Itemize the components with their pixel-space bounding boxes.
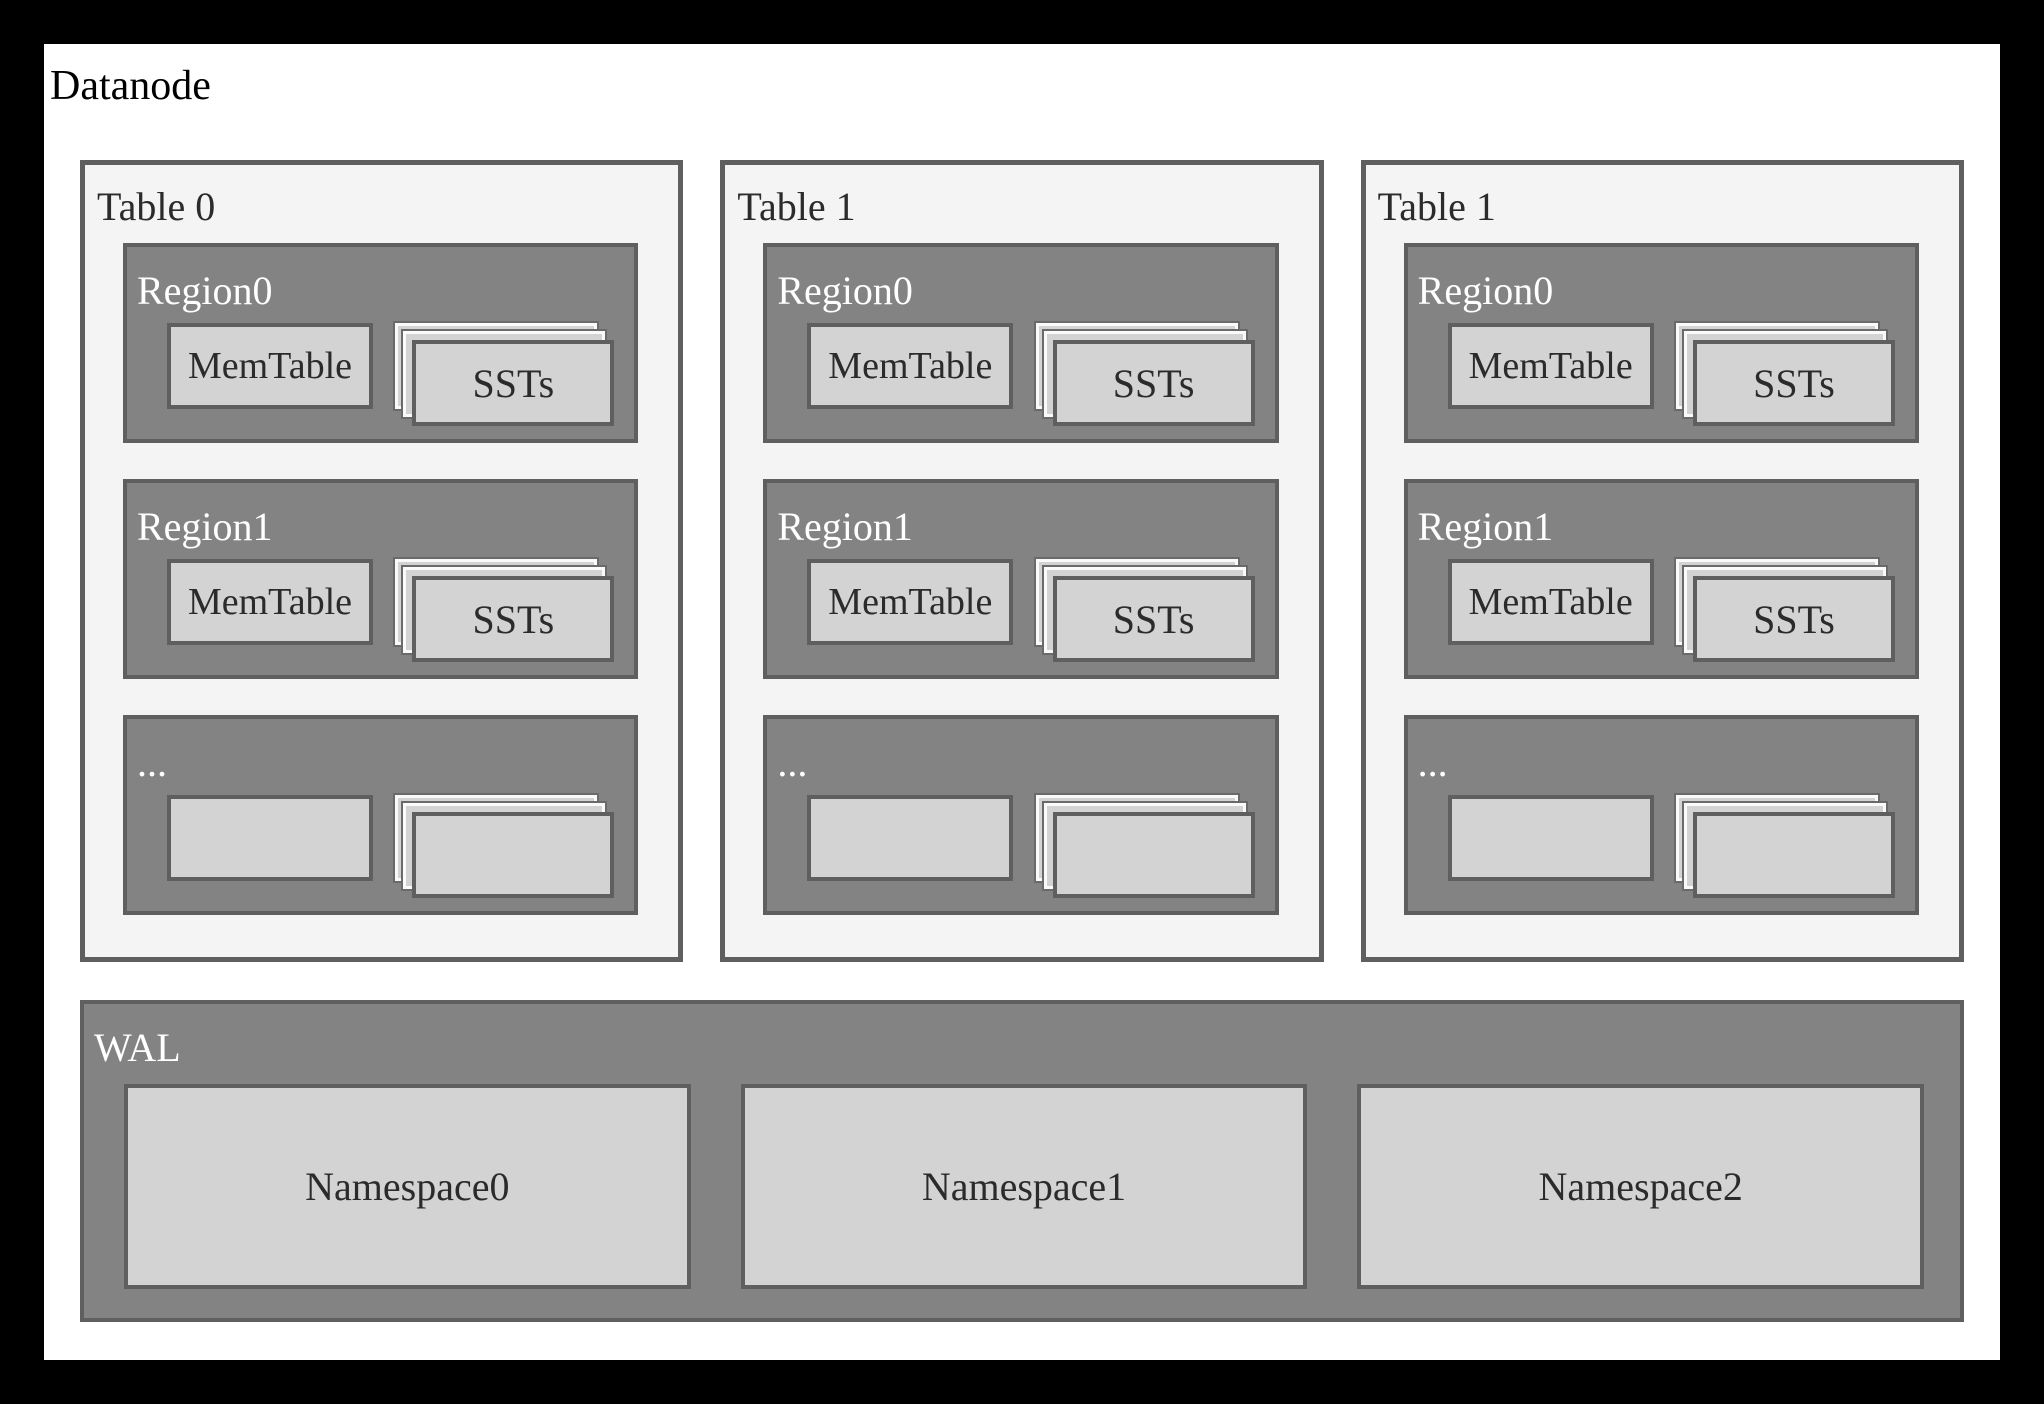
ssts-stack — [395, 795, 615, 898]
region-label: Region0 — [1417, 268, 1554, 313]
region-box: ... — [763, 715, 1279, 915]
region-box: Region0 MemTable SSTs — [1403, 243, 1919, 443]
region-content: MemTable SSTs — [807, 559, 1255, 662]
ssts-stack — [1035, 795, 1255, 898]
ssts-box — [1052, 812, 1255, 898]
table-card: Table 1 Region0 MemTable SSTs Region1 — [1360, 160, 1964, 962]
region-label: ... — [1417, 740, 1448, 785]
region-box: ... — [1403, 715, 1919, 915]
region-label: Region0 — [137, 268, 273, 313]
ssts-stack: SSTs — [1035, 323, 1255, 426]
namespace-row: Namespace0 Namespace1 Namespace2 — [124, 1084, 1925, 1289]
ssts-box: SSTs — [1692, 340, 1895, 426]
ssts-box: SSTs — [1692, 576, 1895, 662]
memtable-box — [167, 795, 373, 881]
region-box: Region1 MemTable SSTs — [1403, 479, 1919, 679]
region-label: Region1 — [1417, 504, 1554, 549]
region-box: Region0 MemTable SSTs — [123, 243, 639, 443]
regions-list: Region0 MemTable SSTs Region1 MemTable — [763, 243, 1279, 915]
diagram-title: Datanode — [50, 63, 211, 109]
region-box: ... — [123, 715, 639, 915]
ssts-box — [412, 812, 615, 898]
region-content: MemTable SSTs — [167, 559, 615, 662]
ssts-stack: SSTs — [395, 559, 615, 662]
namespace-box: Namespace2 — [1357, 1084, 1925, 1289]
namespace-box: Namespace1 — [740, 1084, 1308, 1289]
region-label: ... — [777, 740, 808, 785]
region-content — [167, 795, 615, 898]
namespace-box: Namespace0 — [124, 1084, 691, 1289]
table-label: Table 1 — [1377, 184, 1496, 229]
tables-row: Table 0 Region0 MemTable SSTs Region1 — [80, 160, 1964, 962]
region-label: Region1 — [777, 504, 913, 549]
memtable-box — [1447, 795, 1654, 881]
ssts-stack: SSTs — [1675, 559, 1895, 662]
table-card: Table 0 Region0 MemTable SSTs Region1 — [80, 160, 684, 962]
ssts-stack — [1675, 795, 1895, 898]
region-content: MemTable SSTs — [167, 323, 615, 426]
memtable-box: MemTable — [1447, 323, 1654, 409]
ssts-box: SSTs — [412, 576, 615, 662]
ssts-box: SSTs — [1052, 576, 1255, 662]
ssts-box: SSTs — [412, 340, 615, 426]
region-content: MemTable SSTs — [1447, 559, 1895, 662]
table-card: Table 1 Region0 MemTable SSTs Region1 — [720, 160, 1324, 962]
region-box: Region0 MemTable SSTs — [763, 243, 1279, 443]
region-content — [807, 795, 1255, 898]
ssts-stack: SSTs — [1675, 323, 1895, 426]
region-box: Region1 MemTable SSTs — [763, 479, 1279, 679]
region-content — [1447, 795, 1895, 898]
ssts-box — [1692, 812, 1895, 898]
memtable-box: MemTable — [807, 323, 1014, 409]
ssts-stack: SSTs — [395, 323, 615, 426]
ssts-stack: SSTs — [1035, 559, 1255, 662]
ssts-box: SSTs — [1052, 340, 1255, 426]
wal-label: WAL — [94, 1025, 181, 1070]
regions-list: Region0 MemTable SSTs Region1 MemTable — [123, 243, 639, 915]
datanode-panel: Datanode Table 0 Region0 MemTable SSTs — [44, 44, 2000, 1360]
region-label: ... — [137, 740, 167, 785]
memtable-box: MemTable — [167, 323, 373, 409]
table-label: Table 0 — [97, 184, 216, 229]
memtable-box: MemTable — [807, 559, 1014, 645]
memtable-box: MemTable — [1447, 559, 1654, 645]
table-label: Table 1 — [737, 184, 856, 229]
region-label: Region0 — [777, 268, 913, 313]
region-box: Region1 MemTable SSTs — [123, 479, 639, 679]
wal-box: WAL Namespace0 Namespace1 Namespace2 — [80, 1000, 1964, 1322]
memtable-box: MemTable — [167, 559, 373, 645]
region-content: MemTable SSTs — [807, 323, 1255, 426]
memtable-box — [807, 795, 1014, 881]
region-content: MemTable SSTs — [1447, 323, 1895, 426]
region-label: Region1 — [137, 504, 273, 549]
regions-list: Region0 MemTable SSTs Region1 MemTable — [1403, 243, 1919, 915]
